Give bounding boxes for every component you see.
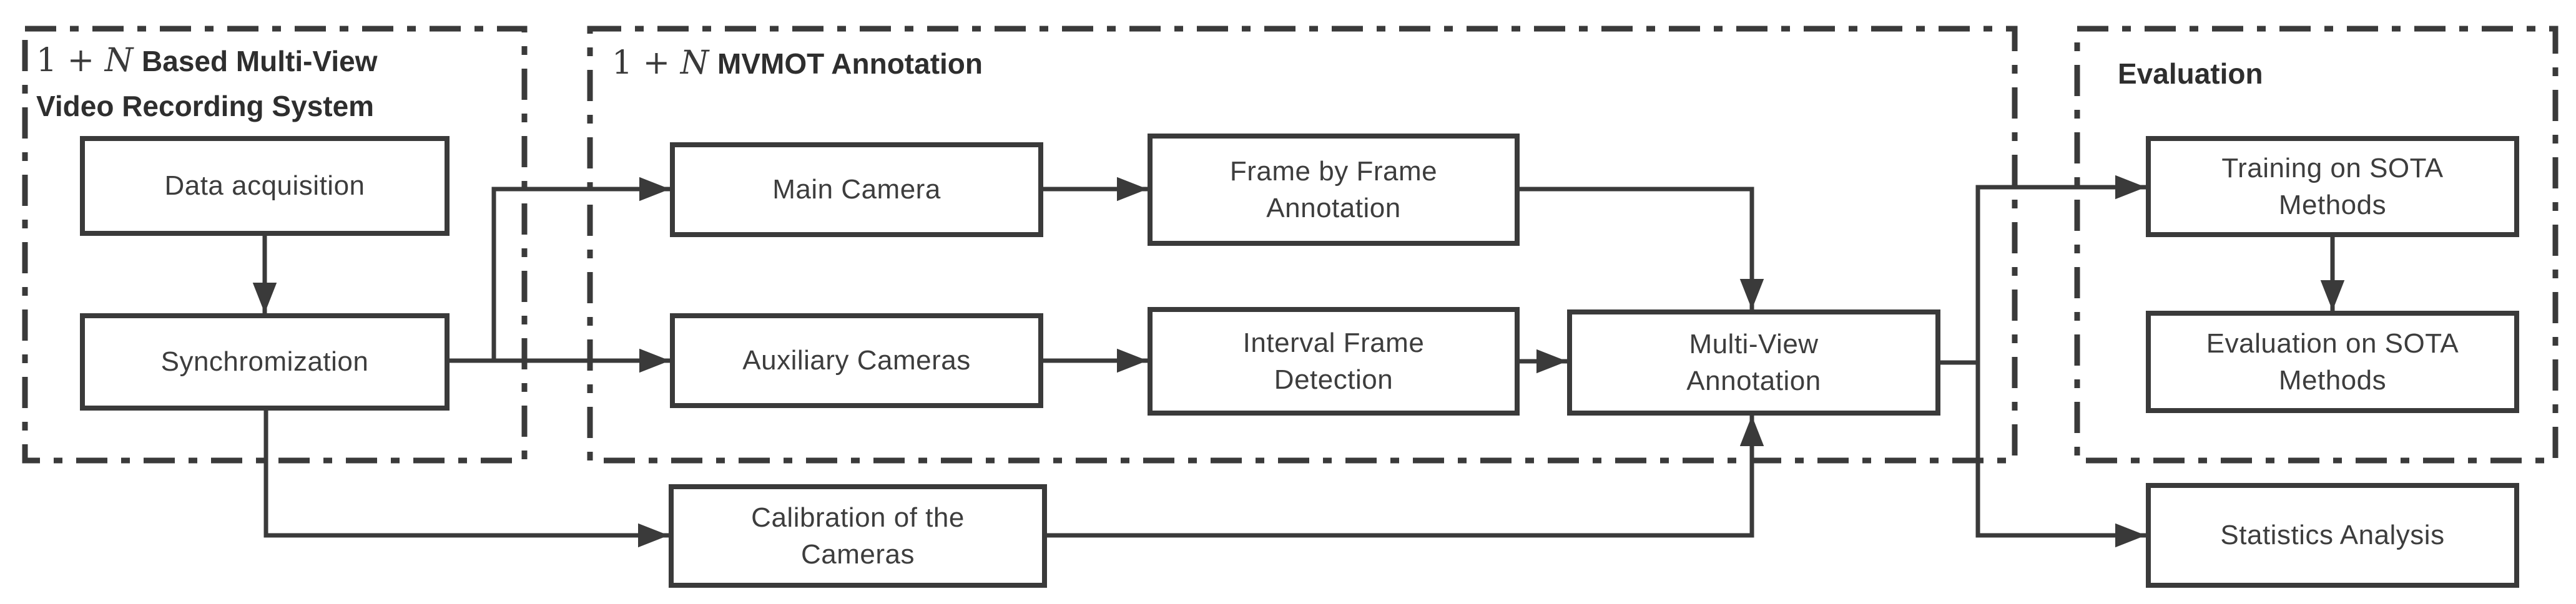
box-synchromization: Synchromization xyxy=(80,313,450,411)
box-statistics-analysis: Statistics Analysis xyxy=(2146,483,2519,588)
box-label: Main Camera xyxy=(772,174,941,205)
box-frame-by-frame-annotation: Frame by Frame Annotation xyxy=(1148,134,1520,246)
box-data-acquisition: Data acquisition xyxy=(80,136,450,236)
math-one-plus-n: 1 + N xyxy=(612,44,709,82)
connector-multiview-to-training xyxy=(1975,175,2146,363)
box-auxiliary-cameras: Auxiliary Cameras xyxy=(670,313,1043,408)
connector-multiview-to-statistics xyxy=(1975,363,2146,548)
box-label: Frame by Frame Annotation xyxy=(1229,155,1438,223)
connector-framebyframe-to-multiview xyxy=(1520,187,1764,309)
box-training-on-sota-methods: Training on SOTA Methods xyxy=(2146,136,2519,237)
box-multi-view-annotation: Multi-View Annotation xyxy=(1567,309,1940,416)
math-one-plus-n: 1 + N xyxy=(36,42,134,79)
box-interval-frame-detection: Interval Frame Detection xyxy=(1148,307,1520,416)
box-label: Statistics Analysis xyxy=(2220,520,2445,551)
connector-synchromization-to-maincamera xyxy=(491,177,670,361)
box-label: Multi-View Annotation xyxy=(1686,328,1821,396)
box-main-camera: Main Camera xyxy=(670,142,1043,237)
connector-synchromization-to-calibration xyxy=(263,411,669,548)
section-border-recording xyxy=(22,26,528,464)
section-title-recording-text: Based Multi-View Video Recording System xyxy=(36,45,378,122)
section-title-evaluation-text: Evaluation xyxy=(2118,57,2263,90)
connector-calibration-to-multiview xyxy=(1047,416,1764,538)
box-label: Auxiliary Cameras xyxy=(742,345,971,376)
box-evaluation-on-sota-methods: Evaluation on SOTA Methods xyxy=(2146,311,2519,413)
box-calibration-of-the-cameras: Calibration of the Cameras xyxy=(669,484,1047,588)
box-label: Synchromization xyxy=(160,346,369,378)
box-label: Training on SOTA Methods xyxy=(2221,152,2444,220)
section-title-evaluation: Evaluation xyxy=(2118,52,2492,95)
box-label: Calibration of the Cameras xyxy=(751,502,965,570)
box-label: Data acquisition xyxy=(164,170,365,202)
box-label: Interval Frame Detection xyxy=(1242,327,1425,395)
box-label: Evaluation on SOTA Methods xyxy=(2206,328,2459,396)
section-title-annotation-text: MVMOT Annotation xyxy=(717,47,983,80)
section-border-annotation xyxy=(587,26,2018,464)
section-border-evaluation xyxy=(2074,26,2559,464)
